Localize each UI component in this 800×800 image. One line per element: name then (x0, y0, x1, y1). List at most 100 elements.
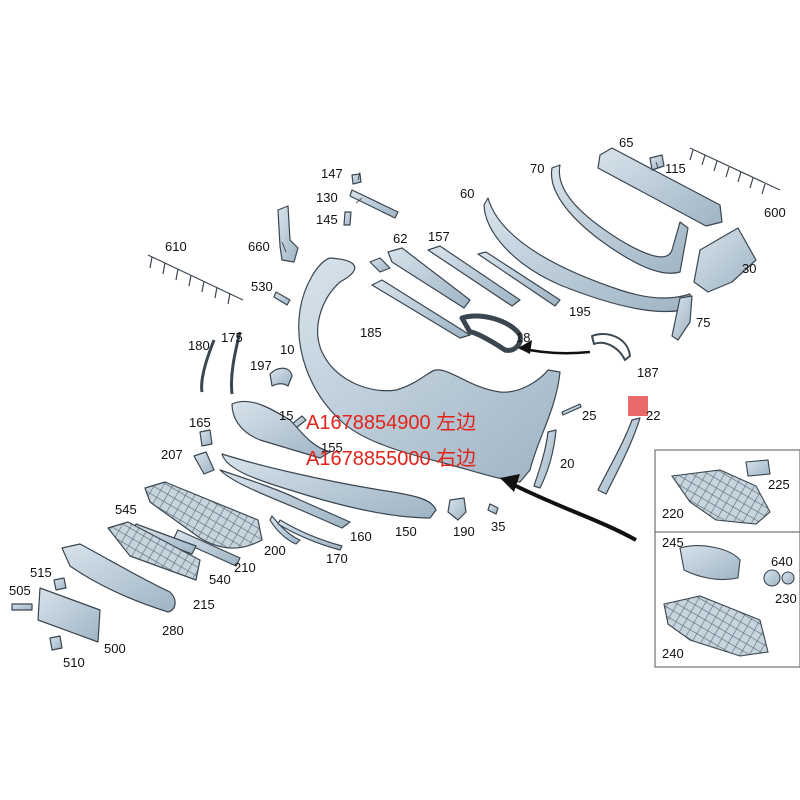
part-170 (277, 519, 343, 551)
part-207 (193, 451, 215, 475)
callout-230: 230 (775, 591, 797, 606)
part-165 (199, 429, 213, 447)
callout-197: 197 (250, 358, 272, 373)
callout-20: 20 (560, 456, 575, 471)
callout-530: 530 (251, 279, 273, 294)
callout-280: 280 (162, 623, 184, 638)
scale-610 (147, 254, 244, 305)
part-225 (745, 459, 771, 477)
callout-545: 545 (115, 502, 137, 517)
part-175 (230, 331, 242, 395)
part-147 (351, 173, 362, 185)
arrow-head-18 (518, 340, 532, 354)
part-515 (53, 577, 67, 591)
callout-185: 185 (360, 325, 382, 340)
part-157 (427, 245, 521, 307)
part-60 (483, 197, 691, 313)
callout-225: 225 (768, 477, 790, 492)
part-187 (591, 333, 631, 361)
part-number-right: A1678855000 右边 (306, 448, 477, 470)
part-18 (459, 313, 523, 353)
part-500 (37, 587, 101, 643)
callout-165: 165 (189, 415, 211, 430)
arrow-to-grille (511, 482, 637, 542)
callout-22: 22 (646, 408, 661, 423)
part-215 (107, 521, 201, 581)
callout-505: 505 (9, 583, 31, 598)
callout-220: 220 (662, 506, 684, 521)
callout-150: 150 (395, 524, 417, 539)
callout-60: 60 (460, 186, 475, 201)
callout-640: 640 (771, 554, 793, 569)
part-240 (663, 595, 769, 657)
callout-600: 600 (764, 205, 786, 220)
callout-190: 190 (453, 524, 475, 539)
part-210 (173, 529, 241, 567)
part-70 (550, 164, 689, 274)
callout-540: 540 (209, 572, 231, 587)
part-280 (61, 543, 176, 613)
part-185b (369, 257, 391, 273)
part-10 (298, 257, 561, 483)
callout-210: 210 (234, 560, 256, 575)
part-180 (200, 339, 216, 393)
callout-207: 207 (161, 447, 183, 462)
part-115 (649, 154, 665, 171)
highlight-marker (628, 396, 648, 416)
callout-15: 15 (279, 408, 294, 423)
part-20 (533, 429, 557, 489)
callout-35: 35 (491, 519, 506, 534)
part-150 (221, 453, 437, 519)
part-545 (144, 481, 263, 549)
part-22 (597, 417, 641, 495)
part-25 (561, 403, 582, 416)
callout-160: 160 (350, 529, 372, 544)
callout-200: 200 (264, 543, 286, 558)
part-30 (693, 227, 757, 293)
callout-610: 610 (165, 239, 187, 254)
callout-500: 500 (104, 641, 126, 656)
part-155 (231, 400, 331, 459)
callout-18: 18 (516, 330, 531, 345)
part-160 (219, 469, 351, 529)
callout-75: 75 (696, 315, 711, 330)
part-197 (269, 367, 293, 387)
callout-145: 145 (316, 212, 338, 227)
callout-130: 130 (316, 190, 338, 205)
part-660 (277, 205, 299, 263)
part-510 (49, 635, 63, 651)
part-245 (679, 545, 741, 581)
part-75 (671, 295, 693, 341)
callout-147: 147 (321, 166, 343, 181)
scale-600 (689, 147, 781, 195)
callout-170: 170 (326, 551, 348, 566)
callout-155: 155 (321, 440, 343, 455)
callout-62: 62 (393, 231, 408, 246)
part-640 (763, 569, 781, 587)
part-530 (273, 291, 291, 306)
callout-660: 660 (248, 239, 270, 254)
part-190 (447, 497, 467, 521)
callout-187: 187 (637, 365, 659, 380)
part-195 (477, 251, 561, 307)
callout-245: 245 (662, 535, 684, 550)
callout-10: 10 (280, 342, 295, 357)
callout-175: 175 (221, 330, 243, 345)
part-62 (387, 247, 471, 309)
callout-215: 215 (193, 597, 215, 612)
callout-157: 157 (428, 229, 450, 244)
callout-180: 180 (188, 338, 210, 353)
callout-70: 70 (530, 161, 545, 176)
part-220 (671, 469, 771, 525)
callout-65: 65 (619, 135, 634, 150)
callout-25: 25 (582, 408, 597, 423)
part-65 (597, 147, 723, 227)
callout-195: 195 (569, 304, 591, 319)
part-number-left: A1678854900 左边 (306, 412, 477, 434)
arrow-head-grille (500, 474, 520, 492)
callout-30: 30 (742, 261, 757, 276)
part-230 (781, 571, 795, 585)
part-130 (349, 189, 399, 219)
callout-515: 515 (30, 565, 52, 580)
